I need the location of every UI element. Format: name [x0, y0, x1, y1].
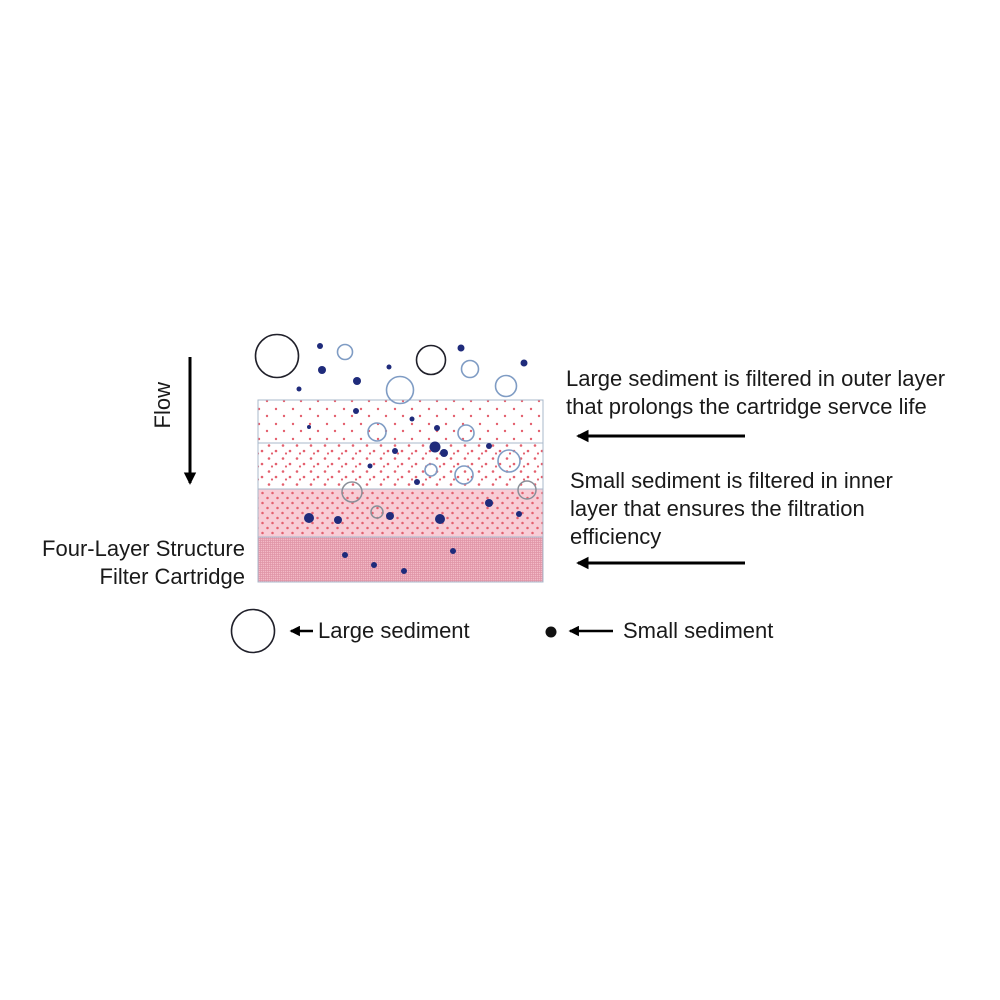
annotation-small-sediment: Small sediment is filtered in inner laye… — [570, 467, 893, 551]
annotation-line: layer that ensures the filtration — [570, 496, 865, 521]
legend-small-sediment-label: Small sediment — [623, 618, 774, 643]
annotation-large-sediment: Large sediment is filtered in outer laye… — [566, 365, 945, 421]
cartridge-label-line: Four-Layer Structure — [42, 536, 245, 561]
filter-cartridge-body — [257, 399, 544, 583]
large-sediment-circles — [254, 333, 537, 519]
annotation-line: efficiency — [570, 524, 662, 549]
arrows — [183, 357, 745, 637]
cartridge-label: Four-Layer Structure Filter Cartridge — [20, 535, 245, 591]
filter-layer-1 — [257, 399, 544, 444]
annotation-line: Small sediment is filtered in inner — [570, 468, 893, 493]
small-sediment-dot-icon — [545, 626, 557, 638]
annotation-line: that prolongs the cartridge servce life — [566, 394, 927, 419]
large-sediment-circle-icon — [230, 608, 276, 654]
small-sediment-dots — [296, 343, 528, 574]
filter-layer-4 — [257, 536, 544, 583]
flow-label: Flow — [150, 382, 175, 429]
legend-symbols — [230, 608, 557, 654]
filter-layer-3 — [257, 488, 544, 538]
filter-layer-2 — [257, 442, 544, 490]
legend-large-sediment-label: Large sediment — [318, 618, 470, 643]
cartridge-label-line: Filter Cartridge — [99, 564, 245, 589]
annotation-line: Large sediment is filtered in outer laye… — [566, 366, 946, 391]
